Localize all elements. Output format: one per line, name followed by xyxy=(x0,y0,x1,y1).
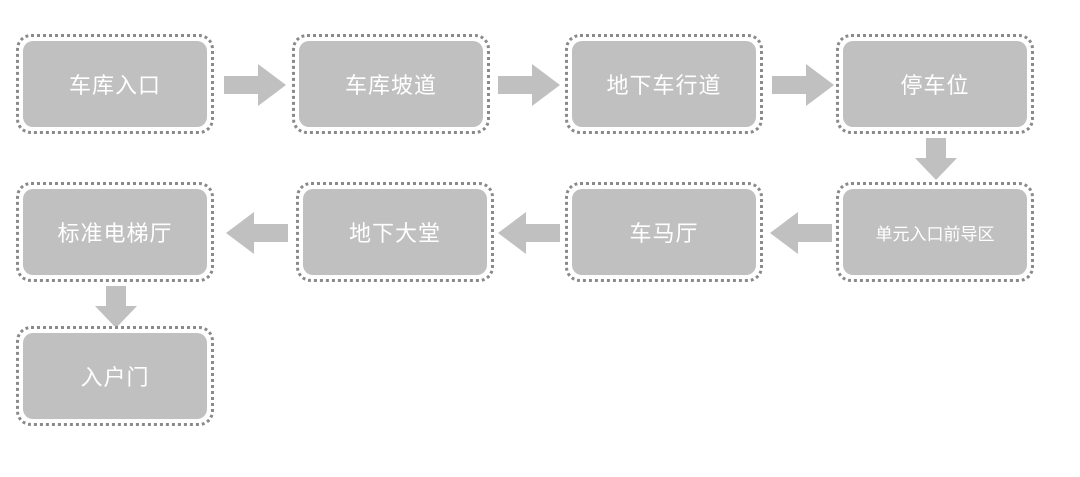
node-parking-space: 停车位 xyxy=(836,34,1034,134)
node-label-underground-lobby: 地下大堂 xyxy=(303,189,487,275)
node-garage-ramp: 车库坡道 xyxy=(292,34,490,134)
node-unit-entrance-area: 单元入口前导区 xyxy=(836,182,1034,282)
arrow-right-icon xyxy=(772,64,834,106)
arrow-left-icon xyxy=(770,212,832,254)
node-car-horse-hall: 车马厅 xyxy=(565,182,763,282)
node-label-parking-space: 停车位 xyxy=(843,41,1027,127)
arrow-left-icon xyxy=(226,212,288,254)
arrow-right-icon xyxy=(224,64,286,106)
node-label-elevator-hall: 标准电梯厅 xyxy=(23,189,207,275)
node-label-underground-driveway: 地下车行道 xyxy=(572,41,756,127)
node-label-garage-entrance: 车库入口 xyxy=(23,41,207,127)
arrow-right-icon xyxy=(498,64,560,106)
arrow-down-icon xyxy=(95,286,137,328)
node-elevator-hall: 标准电梯厅 xyxy=(16,182,214,282)
arrow-left-icon xyxy=(498,212,560,254)
node-label-car-horse-hall: 车马厅 xyxy=(572,189,756,275)
node-garage-entrance: 车库入口 xyxy=(16,34,214,134)
arrow-down-icon xyxy=(915,138,957,180)
node-underground-driveway: 地下车行道 xyxy=(565,34,763,134)
node-label-home-entrance: 入户门 xyxy=(23,333,207,419)
node-home-entrance: 入户门 xyxy=(16,326,214,426)
node-underground-lobby: 地下大堂 xyxy=(296,182,494,282)
node-label-unit-entrance-area: 单元入口前导区 xyxy=(843,189,1027,275)
node-label-garage-ramp: 车库坡道 xyxy=(299,41,483,127)
